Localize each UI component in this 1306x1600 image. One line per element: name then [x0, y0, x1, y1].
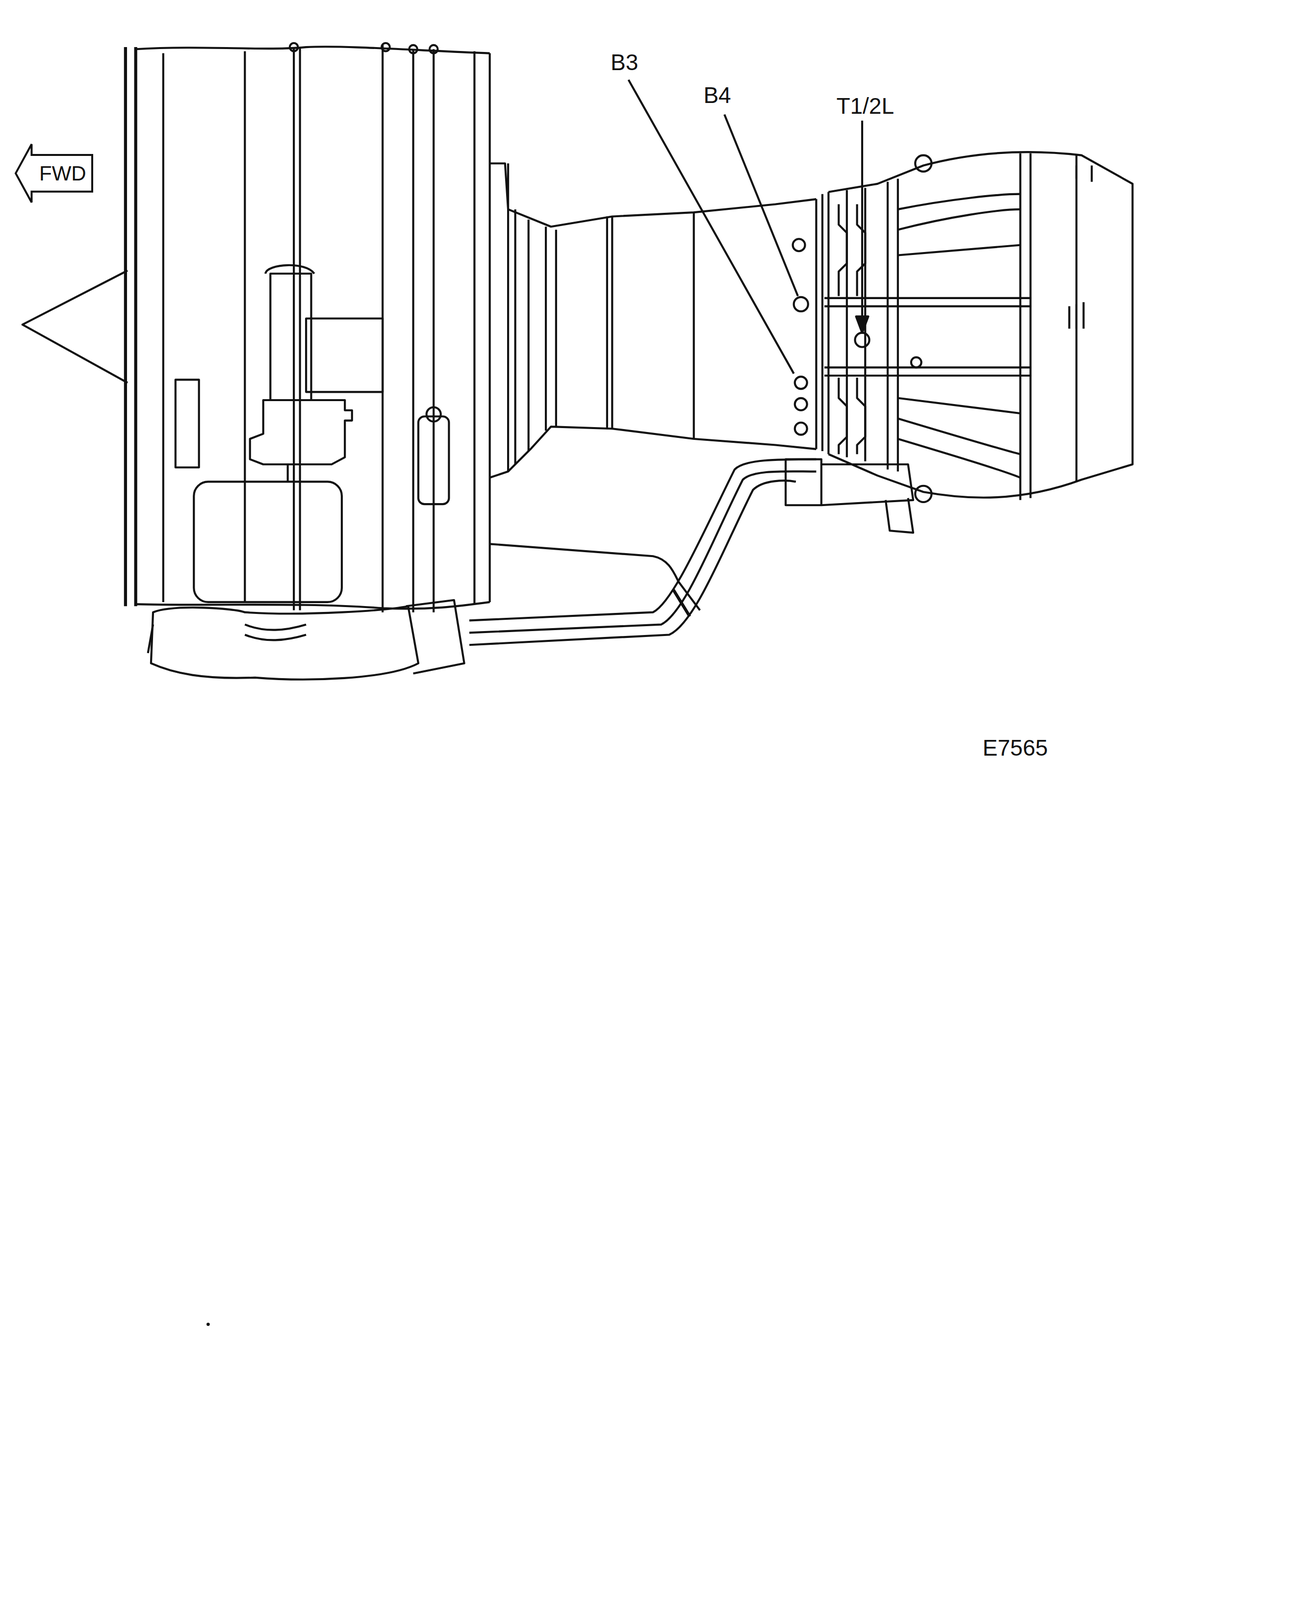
callout-label: B3: [610, 51, 639, 74]
arrow-shape: [15, 144, 93, 203]
callout-label: T1/2L: [836, 94, 895, 118]
callout-label: B4: [703, 83, 731, 107]
direction-text: FWD: [39, 163, 87, 184]
figure-number: E7565: [982, 736, 1049, 760]
direction-arrow: FWD: [14, 142, 94, 205]
